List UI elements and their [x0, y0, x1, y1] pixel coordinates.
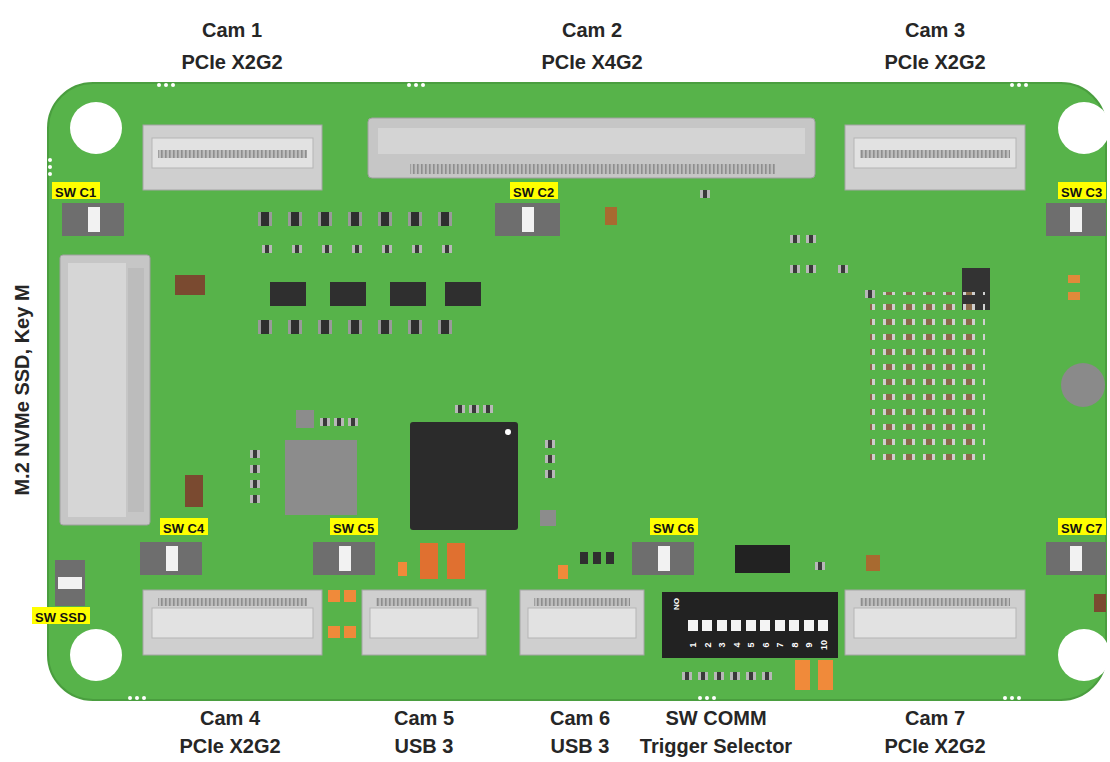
board-label: 1 [688, 642, 698, 647]
connector-label: PCIe X2G2 [884, 51, 985, 73]
dip-switch-marking: 3 [717, 642, 727, 647]
board-label: 3 [717, 642, 727, 647]
dip-switch-marking: 2 [703, 642, 713, 647]
switch-name: SW C6 [653, 521, 694, 536]
switch-name: SW C2 [513, 185, 554, 200]
connector-label: Cam 6 [550, 707, 610, 729]
pcb-board [48, 83, 1106, 700]
switch-tag: SW C7 [1058, 518, 1106, 535]
board-label: Cam 6 [550, 707, 610, 729]
switch-tag: SW C1 [52, 182, 100, 199]
smd-rows [250, 190, 875, 680]
board-label: 10 [819, 640, 829, 650]
board-label: 2 [703, 642, 713, 647]
dip-switch [662, 592, 838, 658]
board-label: PCIe X4G2 [541, 51, 642, 73]
switch-name: SW C4 [163, 521, 204, 536]
board-label: PCIe X2G2 [884, 735, 985, 757]
switch-tag: SW C3 [1058, 182, 1106, 199]
dip-switch-marking: 1 [688, 642, 698, 647]
board-label: M.2 NVMe SSD, Key M [11, 284, 33, 495]
board-label: Trigger Selector [640, 735, 792, 757]
board-label: USB 3 [551, 735, 610, 757]
board-label: Cam 4 [200, 707, 260, 729]
dip-switch-marking: ON [672, 598, 681, 610]
dip-switch-marking: 7 [775, 642, 785, 647]
connector-label: Cam 4 [200, 707, 260, 729]
connector-label: PCIe X2G2 [179, 735, 280, 757]
switch-name: SW C3 [1061, 185, 1102, 200]
connector-label: PCIe X2G2 [181, 51, 282, 73]
connector-label: PCIe X4G2 [541, 51, 642, 73]
board-label: ON [672, 598, 681, 610]
connector-label: USB 3 [395, 735, 454, 757]
board-label: PCIe X2G2 [884, 51, 985, 73]
dip-switch-marking: 4 [732, 642, 742, 647]
board-label: USB 3 [395, 735, 454, 757]
switch-name: SW SSD [35, 610, 86, 625]
board-label: Cam 3 [905, 19, 965, 41]
connector-label: Cam 5 [394, 707, 454, 729]
board-label: Cam 5 [394, 707, 454, 729]
slide-switches [55, 203, 1106, 606]
connector-label: Cam 1 [202, 19, 262, 41]
mounting-holes [70, 102, 1110, 681]
board-label: 4 [732, 642, 742, 647]
connector-label: PCIe X2G2 [884, 735, 985, 757]
m2-connector [60, 255, 150, 525]
board-label: PCIe X2G2 [181, 51, 282, 73]
switch-name: SW C7 [1061, 521, 1102, 536]
switch-tag: SW C5 [330, 518, 378, 535]
switch-name: SW C5 [333, 521, 374, 536]
dip-switch-marking: 5 [746, 642, 756, 647]
switch-tag: SW SSD [32, 607, 90, 624]
components [175, 207, 1106, 690]
castellation-dots [48, 83, 1028, 700]
dip-switch-marking: 8 [790, 642, 800, 647]
connector-label: SW COMM [665, 707, 766, 729]
dip-switch-marking: 6 [761, 642, 771, 647]
board-label: PCIe X2G2 [179, 735, 280, 757]
board-label: SW COMM [665, 707, 766, 729]
board-label: Cam 7 [905, 707, 965, 729]
board-label: 6 [761, 642, 771, 647]
board-label: 7 [775, 642, 785, 647]
board-label: 9 [804, 642, 814, 647]
connector-label: Cam 2 [562, 19, 622, 41]
connector-label: Cam 3 [905, 19, 965, 41]
board-label: Cam 2 [562, 19, 622, 41]
switch-tag: SW C6 [650, 518, 698, 535]
camera-connectors [143, 118, 1025, 655]
switch-name: SW C1 [55, 185, 96, 200]
dip-switch-marking: 9 [804, 642, 814, 647]
switch-tag: SW C2 [510, 182, 558, 199]
connector-label: M.2 NVMe SSD, Key M [11, 284, 33, 495]
board-label: 8 [790, 642, 800, 647]
connector-label: Cam 7 [905, 707, 965, 729]
switch-tag: SW C4 [160, 518, 208, 535]
board-label: Cam 1 [202, 19, 262, 41]
dip-switch-marking: 10 [819, 640, 829, 650]
connector-label: Trigger Selector [640, 735, 792, 757]
board-label: 5 [746, 642, 756, 647]
connector-label: USB 3 [551, 735, 610, 757]
